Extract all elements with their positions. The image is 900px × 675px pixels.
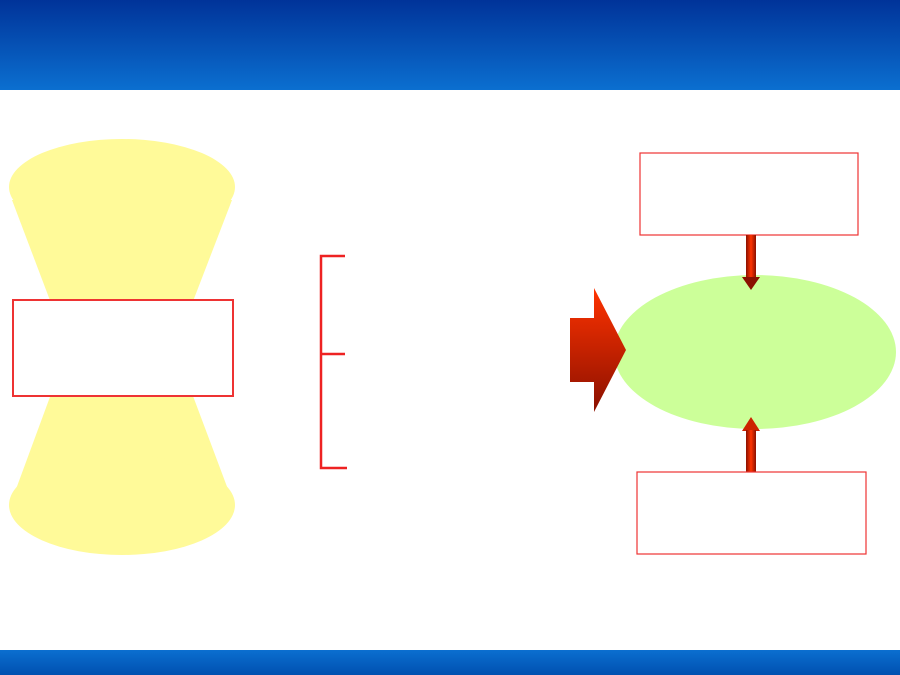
left-box-label [13, 300, 233, 396]
bottom-box [636, 471, 867, 555]
top-box-label [640, 153, 858, 235]
bracket-shape [319, 254, 347, 470]
header-band [0, 0, 900, 90]
footer-band [0, 650, 900, 675]
arrow-down-icon [742, 235, 760, 290]
bottom-box-label [637, 472, 866, 554]
arrow-up-icon [742, 417, 760, 472]
center-ellipse-label [640, 300, 870, 404]
center-ellipse [614, 275, 896, 429]
block-arrow-right-icon [570, 288, 626, 412]
left-box [12, 299, 234, 397]
